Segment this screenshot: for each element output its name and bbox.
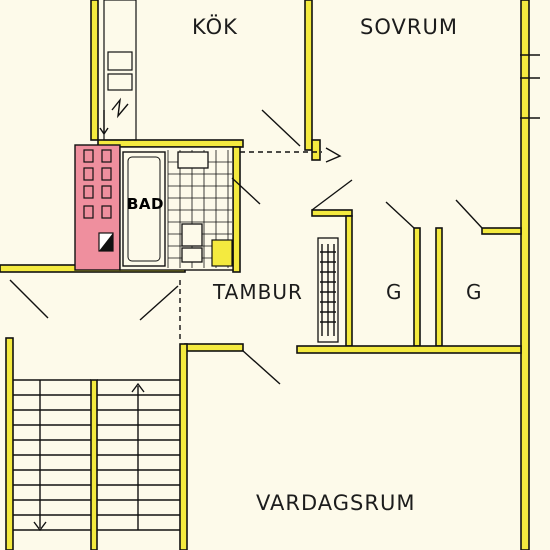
staircase bbox=[13, 379, 180, 532]
door-left bbox=[9, 279, 49, 319]
ventilation-shaft bbox=[74, 144, 121, 271]
room-label-g-2: G bbox=[466, 280, 483, 304]
bathtub bbox=[122, 151, 166, 267]
stove bbox=[107, 51, 133, 71]
wall-living-top bbox=[296, 345, 522, 354]
door-closet-2 bbox=[455, 199, 483, 229]
wall-kitchen-left bbox=[90, 0, 99, 141]
door-closet-1 bbox=[385, 201, 415, 229]
room-label-kok: KÖK bbox=[192, 14, 238, 39]
doors bbox=[9, 54, 540, 385]
wall-stair-left bbox=[5, 337, 14, 550]
room-label-g-1: G bbox=[386, 280, 403, 304]
wall-exterior-right bbox=[520, 0, 530, 550]
kitchen-fixtures bbox=[99, 0, 137, 141]
door-kitchen bbox=[261, 109, 301, 147]
room-label-bad: BAD bbox=[127, 195, 164, 213]
closets bbox=[317, 237, 339, 343]
window-ticks bbox=[520, 54, 540, 119]
door-bath bbox=[231, 177, 261, 205]
toilet bbox=[181, 223, 203, 247]
door-stair bbox=[139, 285, 179, 321]
wall-closet-2-right bbox=[435, 227, 443, 347]
wall-kitchen-bedroom bbox=[304, 0, 313, 151]
sink-kitchen bbox=[107, 73, 133, 91]
wall-stub bbox=[311, 139, 321, 161]
wall-bath-right bbox=[232, 146, 241, 273]
bathroom: BAD bbox=[119, 146, 234, 271]
wall-closet-top-3 bbox=[481, 227, 522, 235]
wardrobe bbox=[317, 237, 339, 343]
room-label-tambur: TAMBUR bbox=[212, 280, 303, 304]
door-bedroom bbox=[311, 179, 353, 211]
room-label-sovrum: SOVRUM bbox=[360, 15, 458, 39]
sink bbox=[177, 151, 209, 169]
wall-closet-top-1 bbox=[311, 209, 353, 217]
door-living bbox=[241, 349, 281, 385]
dashed-lines bbox=[179, 147, 342, 340]
wall-closet-1-right bbox=[345, 215, 353, 347]
wall-living-left bbox=[179, 343, 188, 550]
wall-living-top-left bbox=[184, 343, 244, 352]
room-label-vardagsrum: VARDAGSRUM bbox=[256, 491, 415, 515]
wall-closet-2-left bbox=[413, 227, 421, 347]
walls bbox=[0, 0, 530, 550]
wall-stair-center bbox=[90, 379, 98, 550]
